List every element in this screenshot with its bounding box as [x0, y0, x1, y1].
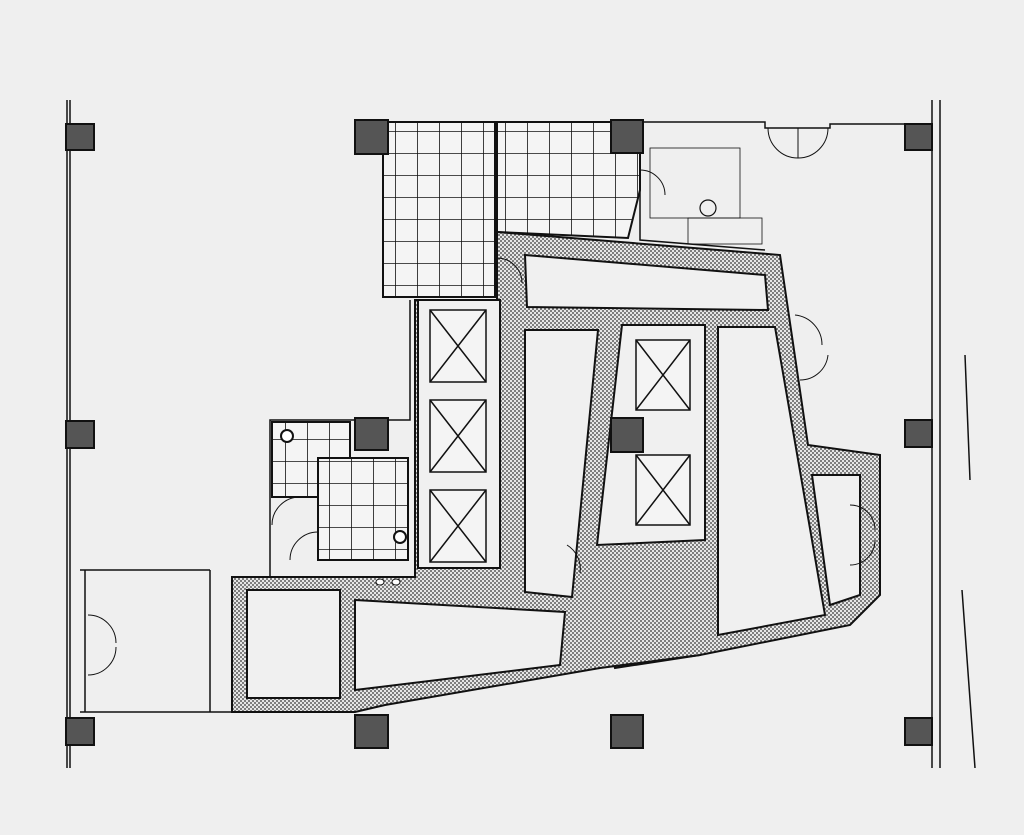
shaft-right	[717, 326, 827, 637]
door-swing-icon	[271, 496, 301, 526]
door-swing-icon	[767, 127, 799, 159]
elevator-icon	[429, 309, 487, 383]
column-icon	[610, 714, 644, 749]
column-icon	[904, 717, 933, 746]
toilet-icon	[280, 429, 294, 443]
tiled-room-1	[382, 121, 496, 298]
sink-icon	[375, 578, 385, 586]
column-icon	[354, 417, 389, 451]
sink-icon	[391, 578, 401, 586]
door-swing-icon	[794, 314, 829, 381]
sink-icon	[699, 199, 717, 217]
column-icon	[904, 419, 933, 448]
column-icon	[65, 420, 95, 449]
elevator-icon	[429, 489, 487, 563]
room-lower-left	[246, 589, 341, 699]
column-icon	[610, 119, 644, 154]
elevator-icon	[635, 454, 691, 526]
column-icon	[65, 717, 95, 746]
door-swing-icon	[289, 531, 319, 561]
stair-right	[810, 474, 861, 607]
toilet-icon	[393, 530, 407, 544]
column-icon	[354, 714, 389, 749]
shaft-bottom	[354, 598, 567, 692]
elevator-icon	[635, 339, 691, 411]
restroom-2	[317, 457, 409, 561]
shaft-top	[523, 253, 770, 312]
room-top-right	[649, 147, 763, 245]
elevators	[429, 309, 691, 563]
door-swing-icon	[496, 257, 523, 284]
door-swing-icon	[797, 127, 829, 159]
columns	[65, 119, 933, 749]
column-icon	[610, 417, 644, 453]
door-swing-icon	[849, 504, 876, 566]
door-swing-icon	[87, 614, 117, 676]
door-swing-icon	[639, 169, 666, 196]
doors	[87, 127, 876, 676]
column-icon	[354, 119, 389, 155]
column-icon	[65, 123, 95, 151]
fixtures	[280, 429, 407, 586]
shaft-left	[524, 329, 600, 599]
column-icon	[904, 123, 933, 151]
elevator-icon	[429, 399, 487, 473]
door-swing-icon	[566, 544, 581, 574]
